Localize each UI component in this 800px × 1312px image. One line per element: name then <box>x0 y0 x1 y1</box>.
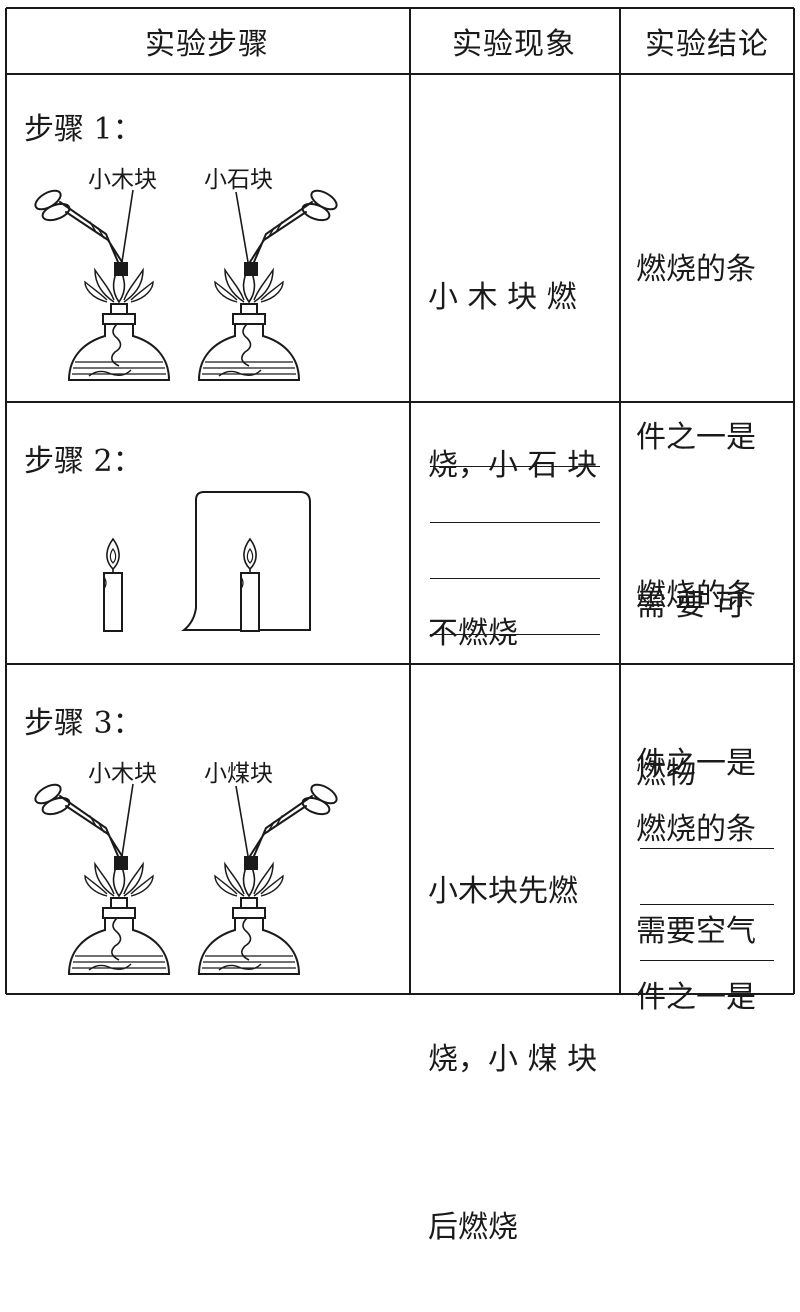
step-2-title: 步骤 2： <box>24 444 143 479</box>
bell-jar-icon <box>181 491 311 631</box>
candle-icon <box>103 538 123 632</box>
text-line: 件之一是 <box>636 420 756 455</box>
text-line: 燃烧的条 <box>636 578 756 613</box>
text-line: 件之一是 <box>636 746 756 781</box>
step-1-phenomenon: 小 木 块 燃 烧，小 石 块 不燃烧 <box>428 158 597 718</box>
step-3-title: 步骤 3： <box>24 706 143 741</box>
step-1-label-stone: 小石块 <box>204 167 273 193</box>
text-line: 烧，小 煤 块 <box>428 1042 598 1077</box>
step-3-label-coal: 小煤块 <box>204 761 273 787</box>
text-line: 小 木 块 燃 <box>428 280 577 315</box>
step-1-title: 步骤 1： <box>24 112 143 147</box>
header-phenomenon: 实验现象 <box>452 27 576 62</box>
answer-blank <box>640 848 774 849</box>
text-line: 烧，小 石 块 <box>428 448 598 483</box>
answer-blank <box>430 466 600 467</box>
candle-icon <box>240 538 260 632</box>
crucible-tongs-icon <box>31 185 123 263</box>
answer-blank <box>430 522 600 523</box>
step-1-figure <box>31 185 341 381</box>
table-grid <box>5 7 795 995</box>
answer-blank <box>640 904 774 905</box>
alcohol-lamp-icon <box>68 857 170 975</box>
label-leader-lines <box>121 783 249 857</box>
step-1-label-wood: 小木块 <box>88 167 157 193</box>
label-leader-lines <box>121 189 249 263</box>
text-line: 燃烧的条 <box>636 812 756 847</box>
text-line: 需 要 可 <box>636 588 746 623</box>
step-3-figure <box>31 779 341 975</box>
text-line: 件之一是 <box>636 980 756 1015</box>
text-line: 需要空气 <box>636 914 756 949</box>
answer-blank <box>430 634 600 635</box>
text-line: 小木块先燃 <box>428 874 578 909</box>
step-3-conclusion: 燃烧的条 件之一是 <box>636 690 756 1082</box>
header-steps: 实验步骤 <box>145 27 269 62</box>
step-3-phenomenon: 小木块先燃 烧，小 煤 块 后燃烧 <box>428 752 597 1312</box>
step-3-label-wood: 小木块 <box>88 761 157 787</box>
text-line: 后燃烧 <box>428 1210 518 1245</box>
answer-blank <box>640 960 774 961</box>
text-line: 燃物 <box>636 756 696 791</box>
text-line: 不燃烧 <box>428 616 518 651</box>
text-line: 燃烧的条 <box>636 252 756 287</box>
experiment-table-figure <box>5 7 795 995</box>
header-conclusion: 实验结论 <box>645 27 769 62</box>
crucible-tongs-icon <box>249 779 341 857</box>
crucible-tongs-icon <box>249 185 341 263</box>
answer-blank <box>430 578 600 579</box>
alcohol-lamp-icon <box>198 857 300 975</box>
crucible-tongs-icon <box>31 779 123 857</box>
step-2-figure <box>103 491 311 632</box>
alcohol-lamp-icon <box>68 263 170 381</box>
step-1-conclusion: 燃烧的条 件之一是 需 要 可 燃物 <box>636 130 756 858</box>
step-2-conclusion: 燃烧的条 件之一是 需要空气 <box>636 456 756 1016</box>
alcohol-lamp-icon <box>198 263 300 381</box>
